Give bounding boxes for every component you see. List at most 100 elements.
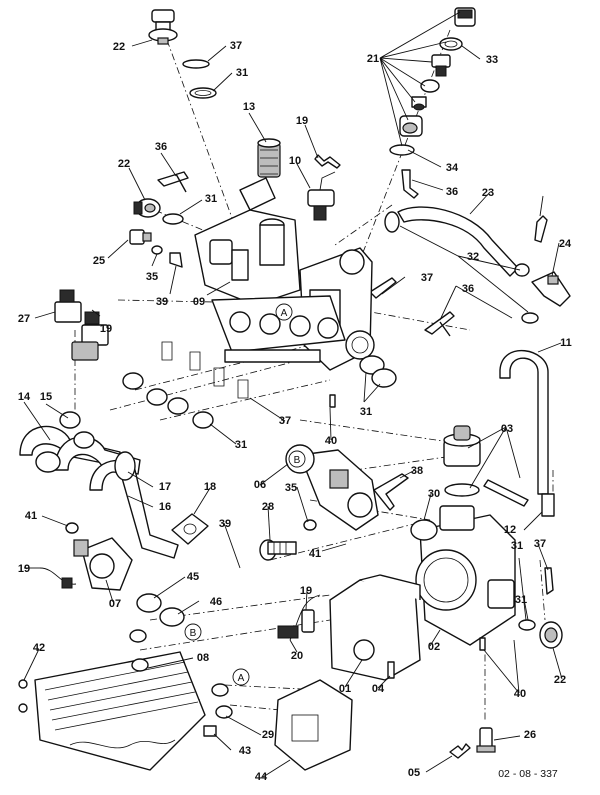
part-01-pump-motor (329, 574, 421, 681)
part-label: 19 (18, 563, 30, 575)
part-02-pump-housing (410, 505, 516, 646)
part-label: 46 (210, 596, 222, 608)
part-label: 21 (367, 53, 379, 65)
part-label: 22 (554, 674, 566, 686)
part-label: 33 (486, 54, 498, 66)
part-label: 09 (193, 296, 205, 308)
seal-35-lower (303, 519, 317, 531)
marker-b-lower: B (184, 623, 202, 641)
part-19-20-cable (277, 594, 321, 641)
svg-text:A: A (238, 673, 245, 684)
part-label: 12 (504, 524, 516, 536)
part-05-key (449, 743, 471, 759)
part-label: 25 (93, 255, 105, 267)
part-12-fitting (541, 493, 555, 517)
part-label: 24 (559, 238, 572, 250)
leader-19-switch (91, 309, 101, 317)
part-label: 31 (511, 540, 523, 552)
part-37-clip-far-right (544, 567, 554, 595)
o-ring-32-left (384, 211, 400, 233)
part-27-microswitch (54, 289, 109, 361)
part-label: 40 (514, 688, 526, 700)
seal-29-b (215, 705, 233, 719)
part-03-cap (443, 425, 529, 507)
o-ring-32-right (514, 263, 530, 277)
part-label: 13 (243, 101, 255, 113)
part-label: 20 (291, 650, 303, 662)
svg-text:B: B (294, 455, 301, 466)
part-label: 35 (285, 482, 297, 494)
o-ring-45 (136, 593, 162, 613)
part-label: 11 (560, 337, 572, 349)
part-label: 14 (18, 391, 31, 403)
part-label: 39 (156, 296, 168, 308)
part-label: 40 (325, 435, 337, 447)
part-label: 19 (296, 115, 308, 127)
part-label: 36 (446, 186, 458, 198)
part-label: 31 (235, 439, 247, 451)
part-09-hydraulic-block (194, 177, 301, 306)
part-38-clip (373, 473, 409, 511)
part-label: 31 (205, 193, 217, 205)
part-label: 41 (25, 510, 37, 522)
svg-text:A: A (281, 308, 288, 319)
seal-29 (211, 683, 229, 697)
part-label: 19 (100, 323, 112, 335)
part-42-screw-2 (18, 703, 28, 713)
part-manifold-plate (211, 295, 346, 363)
part-label: 29 (262, 729, 274, 741)
part-13-filter (257, 138, 281, 178)
part-36-clip-mid (401, 169, 419, 199)
part-21-valve-stack (389, 7, 476, 156)
part-04-screw (387, 661, 395, 679)
part-label: 07 (109, 598, 121, 610)
part-label: 38 (411, 465, 423, 477)
drawing-number: 02 - 08 - 337 (498, 768, 558, 780)
seal-35 (151, 245, 163, 255)
part-42-screw (18, 679, 28, 689)
part-39-clip (169, 252, 183, 268)
part-19-clip-left (61, 577, 73, 589)
o-ring-31-right (518, 619, 536, 631)
o-ring-31-left (162, 213, 184, 225)
part-40-screw (479, 637, 486, 651)
part-label: 22 (118, 158, 130, 170)
part-label: 43 (239, 745, 251, 757)
part-label: 03 (501, 423, 513, 435)
part-08-heat-exchanger (34, 629, 206, 771)
part-24-elbow (531, 271, 571, 307)
part-label: 44 (255, 771, 268, 783)
part-label: 17 (159, 481, 171, 493)
part-label: 35 (146, 271, 158, 283)
part-label: 18 (204, 481, 216, 493)
part-label: 37 (230, 40, 242, 52)
part-number-labels: 22 37 31 21 33 13 19 10 36 34 22 31 36 2… (18, 40, 572, 783)
part-label: 27 (18, 313, 30, 325)
part-07-valve (73, 537, 133, 591)
part-label: 39 (219, 518, 231, 530)
part-25-plug (129, 229, 152, 245)
part-label: 08 (197, 652, 209, 664)
part-41-screw-left (65, 522, 79, 534)
part-label: 45 (187, 571, 199, 583)
marker-a-upper: A (275, 303, 293, 321)
o-ring-31-top (189, 87, 217, 99)
leader-lines (23, 11, 563, 778)
part-label: 37 (534, 538, 546, 550)
part-label: 31 (236, 67, 248, 79)
part-label: 19 (300, 585, 312, 597)
part-label: 31 (515, 594, 527, 606)
part-label: 37 (279, 415, 291, 427)
part-22-top-valve (148, 9, 178, 45)
part-label: 22 (113, 41, 125, 53)
part-label: 23 (482, 187, 494, 199)
part-label: 36 (155, 141, 167, 153)
part-36-clip-left (157, 171, 189, 193)
part-18-gasket (171, 513, 209, 545)
part-22-right-valve (539, 621, 563, 649)
part-label: 16 (159, 501, 171, 513)
part-label: 28 (262, 501, 274, 513)
part-28-screw (259, 539, 297, 561)
